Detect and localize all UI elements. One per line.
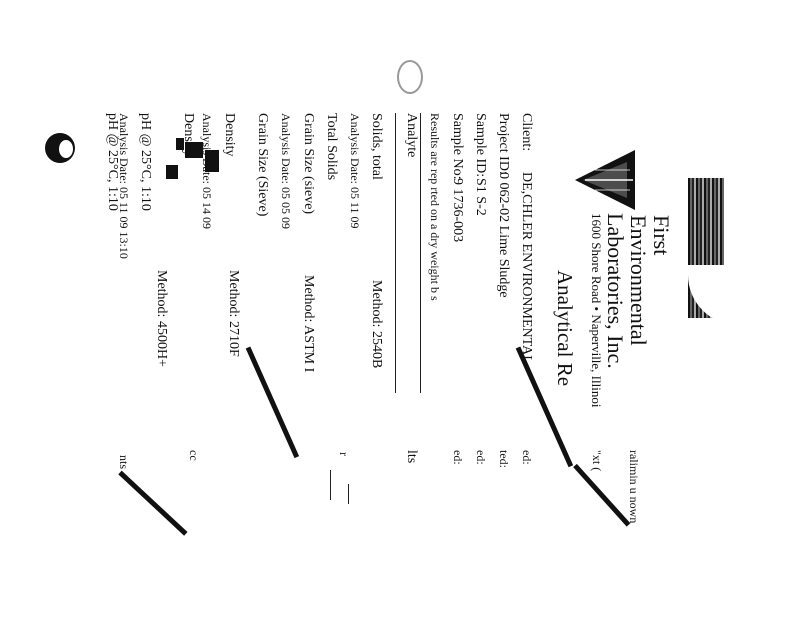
client-value: DE,CHLER ENVIRONMENTAL: [519, 172, 534, 364]
date-fragment-3: ed:: [474, 450, 488, 465]
units-fragment: nts: [117, 455, 131, 470]
date-fragment-2: ted:: [497, 450, 511, 468]
table-row-method: Method: 2710F: [226, 270, 241, 357]
date-fragment-1: ed:: [520, 450, 534, 465]
result-underline: [348, 484, 349, 504]
table-rule-top: [420, 113, 421, 393]
table-rule-bottom: [395, 113, 396, 393]
table-row-name: Total Solids: [324, 113, 339, 181]
sample-id-label: Sample ID:: [473, 113, 488, 178]
date-fragment-4: ed:: [451, 450, 465, 465]
sample-no-value: 9 1736-003: [450, 178, 465, 243]
company-name-line2: Environmental: [626, 215, 651, 346]
redaction-block: [166, 165, 178, 179]
sample-id-value: S1 S-2: [473, 178, 488, 216]
fraction-fragment: r: [337, 452, 351, 456]
company-name-line1: First: [649, 215, 674, 256]
table-row-name: Density: [222, 113, 237, 157]
table-row-name: Grain Size (sieve): [301, 113, 316, 215]
company-name-line3: Laboratories, Inc.: [603, 213, 628, 369]
project-id-value: 0 062-02 Lime Sludge: [496, 172, 511, 298]
result-underline: [330, 470, 331, 500]
table-row-method: Method: ASTM I: [301, 275, 316, 373]
table-row-name: Grain Size (Sieve): [255, 113, 270, 217]
report-title: Analytical Re: [553, 270, 577, 387]
binder-hole-left-highlight: [59, 140, 73, 158]
table-row-method: Method: 4500H+: [154, 270, 169, 367]
table-row-method: Method: 2540B: [369, 280, 384, 369]
redaction-block: [205, 150, 219, 172]
company-address: 1600 Shore Road • Naperville, Illinoi: [589, 213, 604, 408]
table-row-name: Solids, total: [369, 113, 384, 180]
redaction-block: [185, 142, 203, 158]
qualifier-fragment: "xt (: [590, 450, 604, 472]
company-logo-tree-icon: [575, 150, 635, 210]
client-label: Client:: [519, 113, 534, 152]
sample-no-label: Sample No:: [450, 113, 465, 180]
table-row-name: pH @ 25°C, 1:10: [138, 113, 153, 211]
project-id-label: Project ID:: [496, 113, 511, 175]
strike-mark: [573, 463, 631, 527]
binder-hole-top: [397, 60, 423, 94]
results-column-header: lts: [404, 450, 419, 464]
table-row-name: pH @ 25°C, 1:10: [105, 113, 120, 211]
strike-mark: [245, 346, 300, 459]
table-row-date: Analysis Date: 05 11 09: [348, 113, 362, 229]
table-row-date: Analysis Date: 05 05 09: [279, 113, 293, 229]
top-right-text-fragment: ralimin u nown: [627, 450, 641, 524]
analyte-column-header: Analyte: [404, 113, 419, 158]
strike-mark: [118, 470, 188, 536]
cc-mark: cc: [187, 450, 201, 461]
dry-weight-basis-note: Results are rep rted on a dry weight b s: [428, 113, 442, 301]
redaction-block: [176, 138, 184, 150]
